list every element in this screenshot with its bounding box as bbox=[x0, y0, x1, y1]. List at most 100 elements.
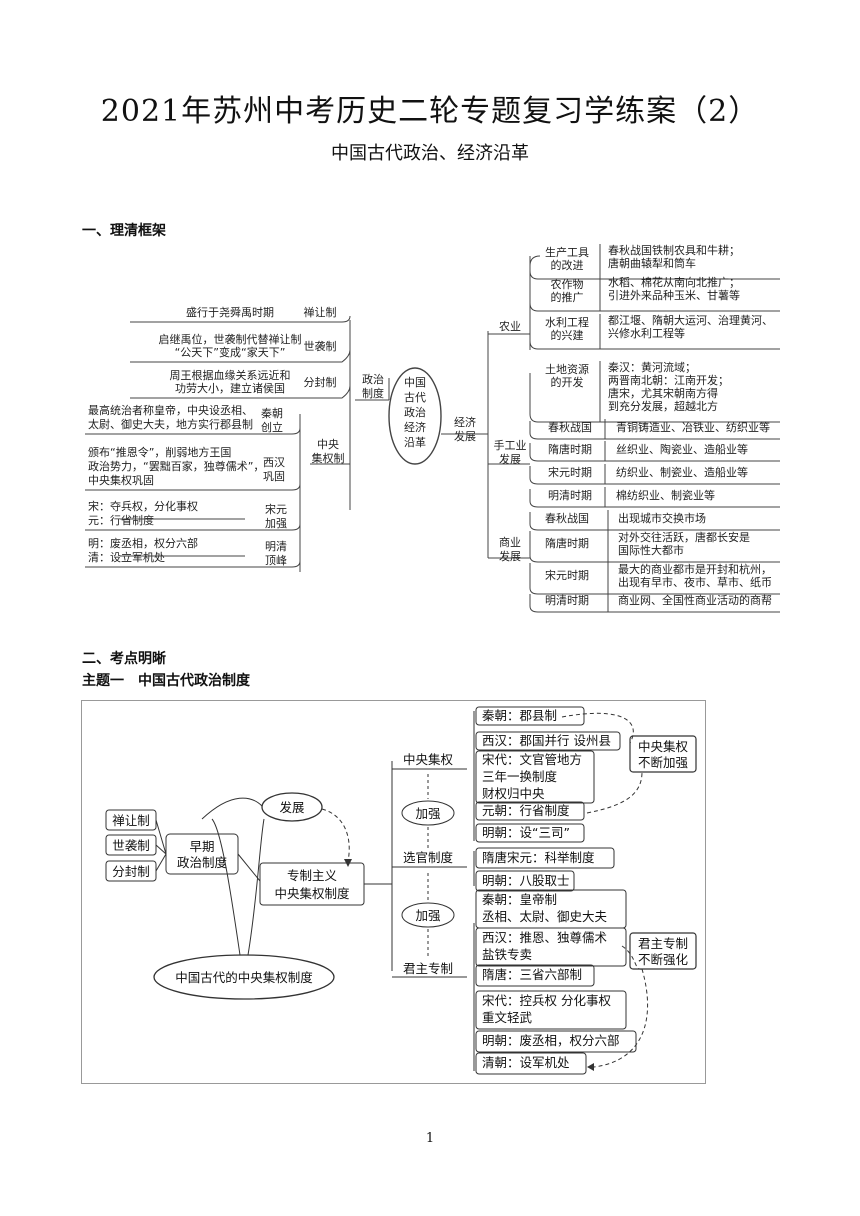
monarch-item-text: 清朝：设军机处 bbox=[482, 1055, 570, 1070]
handicraft-item-underline bbox=[529, 421, 780, 440]
connector-line bbox=[237, 853, 261, 882]
political-item-desc: 启继禹位，世袭制代替禅让制“公天下”变成“家天下” bbox=[159, 332, 302, 359]
monarch-item-text: 明朝：废丞相，权分六部 bbox=[482, 1033, 620, 1048]
agriculture-item-name: 生产工具的改进 bbox=[545, 245, 589, 272]
commerce-item-underline bbox=[529, 531, 780, 563]
handicraft-item-underline bbox=[529, 443, 780, 462]
dashed-arrow bbox=[593, 968, 649, 1068]
central-item-dynasty: 秦朝创立 bbox=[261, 406, 283, 434]
root-node-ellipse bbox=[153, 954, 335, 1000]
monarch-branch-label: 君主专制 bbox=[403, 961, 453, 976]
commerce-item-desc: 商业网、全国性商业活动的商帮 bbox=[618, 593, 772, 607]
agriculture-item-desc: 都江堰、隋朝大运河、治理黄河、兴修水利工程等 bbox=[608, 313, 773, 340]
dashed-arrow bbox=[321, 808, 350, 862]
handicraft-item-underline bbox=[529, 466, 780, 485]
note-central-box bbox=[629, 735, 697, 773]
connector-line bbox=[155, 844, 167, 855]
central-item-underline bbox=[85, 483, 301, 491]
central-item-text: 西汉：郡国并行 设州县 bbox=[482, 733, 611, 748]
political-item-name: 禅让制 bbox=[304, 305, 337, 319]
monarch-item-box bbox=[475, 1052, 587, 1075]
central-item-box bbox=[475, 823, 585, 843]
strengthen-node-ellipse bbox=[401, 800, 455, 826]
commerce-item-name: 春秋战国 bbox=[545, 511, 589, 525]
early-item-label: 禅让制 bbox=[112, 813, 150, 828]
trunk-line bbox=[201, 797, 263, 820]
develop-node-ellipse bbox=[261, 792, 323, 822]
handicraft-label: 手工业发展 bbox=[494, 438, 527, 466]
commerce-item-desc: 对外交往活跃，唐都长安是国际性大都市 bbox=[618, 530, 750, 557]
theme-heading: 主题一 中国古代政治制度 bbox=[82, 673, 250, 689]
central-item-desc: 最高统治者称皇帝，中央设丞相、太尉、御史大夫，地方实行郡县制 bbox=[88, 403, 253, 431]
connector-line bbox=[155, 853, 167, 872]
strengthen-node-ellipse bbox=[401, 902, 455, 928]
political-item-underline bbox=[130, 385, 351, 399]
handicraft-item-underline bbox=[529, 489, 780, 508]
central-power-label: 中央集权制 bbox=[312, 438, 345, 465]
central-item-underline bbox=[85, 560, 301, 568]
official-item-text: 明朝：八股取士 bbox=[482, 873, 570, 888]
political-item-name: 世袭制 bbox=[304, 339, 337, 353]
page-subtitle: 中国古代政治、经济沿革 bbox=[331, 143, 529, 164]
central-item-desc: 宋：夺兵权，分化事权元：行省制度 bbox=[88, 499, 198, 527]
agriculture-item-name: 水利工程的兴建 bbox=[545, 316, 589, 342]
agriculture-item-name: 土地资源的开发 bbox=[545, 362, 589, 389]
commerce-item-name: 隋唐时期 bbox=[545, 536, 589, 550]
commerce-item-desc: 出现城市交换市场 bbox=[618, 511, 706, 525]
monarch-item-box bbox=[475, 1030, 637, 1053]
official-item-text: 隋唐宋元：科举制度 bbox=[482, 850, 595, 865]
trunk-line bbox=[247, 818, 265, 956]
central-item-desc: 明：废丞相，权分六部清：设立军机处 bbox=[88, 536, 198, 564]
commerce-label: 商业发展 bbox=[499, 535, 521, 563]
monarch-item-box bbox=[475, 990, 627, 1030]
agriculture-item-underline bbox=[529, 288, 780, 312]
handicraft-item-desc: 青铜铸造业、冶铁业、纺织业等 bbox=[616, 420, 770, 434]
handicraft-item-name: 明清时期 bbox=[548, 489, 592, 502]
mindmap-political-system: 中国古代的中央集权制度发展早期政治制度禅让制世袭制分封制专制主义中央集权制度中央… bbox=[105, 706, 697, 1075]
section-heading-keypoints: 二、考点明晰 bbox=[82, 651, 166, 667]
agriculture-item-desc: 春秋战国铁制农具和牛耕；唐朝曲辕犁和筒车 bbox=[608, 243, 740, 270]
central-item-dynasty: 宋元加强 bbox=[265, 502, 287, 530]
political-system-label: 政治制度 bbox=[362, 372, 384, 400]
central-item-text: 秦朝：郡县制 bbox=[482, 708, 557, 723]
note-monarch-label: 君主专制不断强化 bbox=[638, 936, 689, 967]
central-item-box bbox=[475, 801, 585, 821]
monarch-item-box bbox=[475, 927, 627, 967]
dashed-arrow bbox=[621, 945, 643, 970]
dashed-arrow bbox=[586, 771, 643, 814]
commerce-item-name: 宋元时期 bbox=[545, 568, 589, 582]
note-monarch-box bbox=[629, 932, 697, 970]
central-item-box bbox=[475, 706, 585, 726]
center-node-label: 中国古代政治经济沿革 bbox=[404, 376, 426, 449]
central-item-desc: 颁布“推恩令”，削弱地方王国政治势力，“罢黜百家，独尊儒术”，中央集权巩固 bbox=[88, 445, 264, 487]
arrow-head bbox=[587, 1063, 594, 1071]
handicraft-item-desc: 棉纺织业、制瓷业等 bbox=[616, 488, 715, 502]
early-system-label: 早期政治制度 bbox=[177, 839, 228, 870]
agriculture-item-underline bbox=[529, 326, 780, 350]
connector-line bbox=[529, 255, 541, 350]
monarch-item-text: 西汉：推恩、独尊儒术盐铁专卖 bbox=[482, 930, 608, 962]
commerce-item-underline bbox=[529, 563, 780, 595]
political-item-name: 分封制 bbox=[304, 375, 337, 389]
central-item-box bbox=[475, 750, 595, 804]
early-item-label: 分封制 bbox=[112, 864, 150, 879]
agriculture-item-desc: 水稻、棉花从南向北推广；引进外来品种玉米、甘薯等 bbox=[608, 275, 740, 302]
handicraft-item-name: 隋唐时期 bbox=[548, 442, 592, 456]
monarch-item-text: 隋唐：三省六部制 bbox=[482, 967, 582, 982]
central-item-underline bbox=[85, 523, 301, 531]
commerce-item-underline bbox=[529, 594, 780, 613]
political-item-desc: 周王根据血缘关系远近和功劳大小，建立诸侯国 bbox=[170, 368, 291, 395]
page-title: 2021年苏州中考历史二轮专题复习学练案（2） bbox=[100, 94, 760, 129]
page-number: 1 bbox=[425, 1131, 435, 1146]
central-item-box bbox=[475, 731, 621, 751]
economic-development-label: 经济发展 bbox=[454, 415, 476, 443]
central-item-dynasty: 明清顶峰 bbox=[265, 540, 287, 567]
central-item-dynasty: 西汉巩固 bbox=[263, 456, 285, 483]
handicraft-item-desc: 纺织业、制瓷业、造船业等 bbox=[616, 465, 748, 479]
agriculture-item-desc: 秦汉：黄河流域；两晋南北朝：江南开发；唐宋，尤其宋朝南方得到充分发展，超越北方 bbox=[608, 360, 729, 413]
agriculture-item-name: 农作物的推广 bbox=[551, 277, 584, 304]
political-item-underline bbox=[130, 349, 351, 363]
commerce-item-name: 明清时期 bbox=[545, 594, 589, 607]
monarch-item-text: 秦朝：皇帝制丞相、太尉、御史大夫 bbox=[482, 892, 608, 924]
trunk-line bbox=[211, 818, 241, 956]
